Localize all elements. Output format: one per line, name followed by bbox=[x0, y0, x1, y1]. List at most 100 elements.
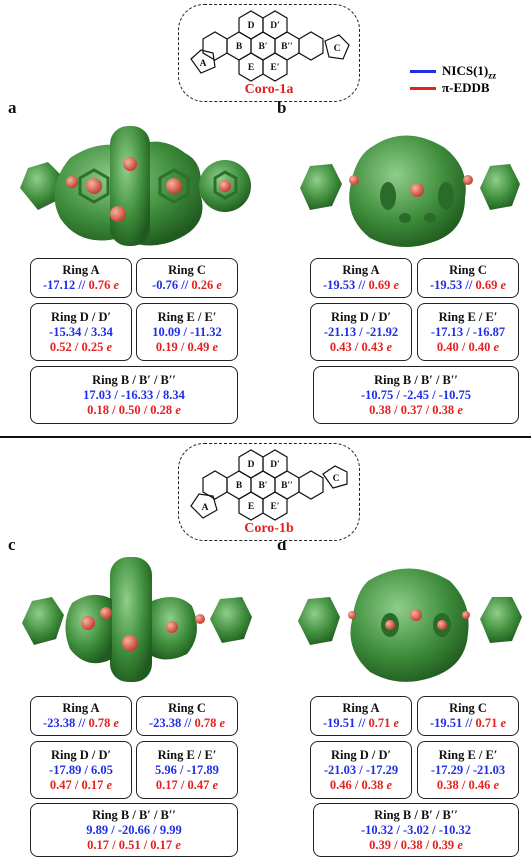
panel-d-ring-a-sep: // bbox=[355, 716, 369, 730]
legend-edb: π-EDDB bbox=[410, 80, 490, 96]
panel-d-ring-a-box: Ring A -19.51 // 0.71 e bbox=[310, 696, 412, 736]
panel-a-ring-b-box: Ring B / B′ / B′′ 17.03 / -16.33 / 8.34 … bbox=[30, 366, 238, 424]
panel-c-ring-a-sep: // bbox=[75, 716, 89, 730]
panel-a-ring-a-edb: 0.76 bbox=[88, 278, 111, 292]
panel-c-ring-d-title: Ring D / D′ bbox=[50, 747, 112, 762]
panel-c-ring-d-edb: 0.47 / 0.17 bbox=[49, 777, 104, 792]
panel-b-ring-d-box: Ring D / D′ -21.13 / -21.92 0.43 / 0.43 … bbox=[310, 303, 412, 361]
panel-c-ring-b-edb: 0.17 / 0.51 / 0.17 bbox=[87, 837, 173, 852]
panel-d-ring-b-title: Ring B / B′ / B′′ bbox=[374, 807, 458, 822]
panel-a-ring-b-nics: 17.03 / -16.33 / 8.34 bbox=[83, 387, 185, 402]
scheme-title-coro-1a: Coro-1a bbox=[244, 82, 294, 97]
panel-d-ring-e-nics: -17.29 / -21.03 bbox=[430, 762, 506, 777]
panel-label-d: d bbox=[277, 535, 287, 554]
panel-b-ring-c-unit: e bbox=[497, 278, 507, 292]
scheme-coro-1b: A B B′ B′′ D D′ E E′ C Coro-1b bbox=[178, 443, 360, 541]
panel-a-ring-c-edb: 0.26 bbox=[191, 278, 214, 292]
panel-c-ring-d-nics: -17.89 / 6.05 bbox=[49, 762, 113, 777]
panel-b-ring-e-title: Ring E / E′ bbox=[438, 309, 498, 324]
panel-d-ring-d-box: Ring D / D′ -21.03 / -17.29 0.46 / 0.38 … bbox=[310, 741, 412, 799]
panel-d-ring-e-title: Ring E / E′ bbox=[438, 747, 498, 762]
panel-a-ring-b-unit: e bbox=[172, 402, 181, 417]
panel-c-ring-e-title: Ring E / E′ bbox=[157, 747, 217, 762]
ring-label-ep: E′ bbox=[270, 63, 279, 73]
scheme-title-coro-1b: Coro-1b bbox=[244, 521, 294, 536]
panel-d-ring-e-edb: 0.38 / 0.46 bbox=[436, 777, 491, 792]
panel-label-b: b bbox=[277, 98, 287, 117]
panel-b-ring-a-sep: // bbox=[355, 278, 369, 292]
panel-b-ring-b-title: Ring B / B′ / B′′ bbox=[374, 372, 458, 387]
panel-d-ring-b-nics: -10.32 / -3.02 / -10.32 bbox=[360, 822, 472, 837]
panel-d-ring-d-unit: e bbox=[383, 777, 393, 792]
panel-c-ring-a-edb: 0.78 bbox=[88, 716, 111, 730]
panel-b-ring-b-box: Ring B / B′ / B′′ -10.75 / -2.45 / -10.7… bbox=[313, 366, 519, 424]
panel-c-ring-b-title: Ring B / B′ / B′′ bbox=[92, 807, 176, 822]
panel-b-ring-a-title: Ring A bbox=[342, 263, 380, 277]
panel-c-ring-e-edb: 0.17 / 0.47 bbox=[155, 777, 210, 792]
panel-b-ring-c-title: Ring C bbox=[449, 263, 487, 277]
panel-a-ring-b-edb: 0.18 / 0.50 / 0.28 bbox=[87, 402, 173, 417]
panel-c-ring-d-unit: e bbox=[103, 777, 113, 792]
panel-c-ring-a-title: Ring A bbox=[62, 701, 100, 715]
panel-d-ring-c-box: Ring C -19.51 // 0.71 e bbox=[417, 696, 519, 736]
panel-c-ring-e-unit: e bbox=[209, 777, 219, 792]
panel-a-ring-a-unit: e bbox=[110, 278, 120, 292]
panel-d-ring-c-title: Ring C bbox=[449, 701, 487, 715]
panel-b-ring-e-unit: e bbox=[490, 339, 500, 354]
ring-label-a-1b: A bbox=[202, 503, 209, 513]
panel-a-ring-c-title: Ring C bbox=[168, 263, 206, 277]
panel-d-ring-d-title: Ring D / D′ bbox=[330, 747, 392, 762]
panel-a-ring-b-title: Ring B / B′ / B′′ bbox=[92, 372, 176, 387]
panel-b-ring-d-edb: 0.43 / 0.43 bbox=[329, 339, 384, 354]
panel-d-ring-a-edb: 0.71 bbox=[368, 716, 391, 730]
ring-label-d-1b: D bbox=[248, 460, 255, 470]
ring-label-e: E bbox=[248, 63, 254, 73]
panel-b-ring-c-sep: // bbox=[462, 278, 476, 292]
panel-c-ring-b-box: Ring B / B′ / B′′ 9.89 / -20.66 / 9.99 0… bbox=[30, 803, 238, 857]
panel-d-ring-c-sep: // bbox=[462, 716, 476, 730]
ring-label-bp: B′ bbox=[258, 42, 267, 52]
panel-b-ring-c-edb: 0.69 bbox=[475, 278, 498, 292]
panel-b-ring-c-box: Ring C -19.53 // 0.69 e bbox=[417, 258, 519, 298]
panel-a-ring-a-title: Ring A bbox=[62, 263, 100, 277]
ring-label-bp-1b: B′ bbox=[258, 481, 267, 491]
panel-a-ring-e-nics: 10.09 / -11.32 bbox=[152, 324, 222, 339]
panel-d-ring-a-nics: -19.51 bbox=[322, 716, 356, 730]
coro-1b-structure: A B B′ B′′ D D′ E E′ C bbox=[190, 449, 348, 521]
panel-d-ring-a-unit: e bbox=[390, 716, 400, 730]
isosurface-a bbox=[20, 126, 251, 246]
isosurface-b bbox=[300, 135, 520, 247]
panel-c-ring-c-unit: e bbox=[216, 716, 226, 730]
ring-label-bpp: B′′ bbox=[281, 42, 293, 52]
panel-a-ring-c-nics: -0.76 bbox=[152, 278, 179, 292]
scheme-coro-1a: A B B′ B′′ D D′ E E′ C Coro-1a bbox=[178, 4, 360, 102]
panel-c-ring-b-unit: e bbox=[172, 837, 181, 852]
panel-d-ring-d-edb: 0.46 / 0.38 bbox=[329, 777, 384, 792]
panel-b-ring-e-nics: -17.13 / -16.87 bbox=[430, 324, 506, 339]
ring-label-c: C bbox=[334, 44, 341, 54]
panel-b-ring-d-nics: -21.13 / -21.92 bbox=[323, 324, 399, 339]
panel-d-ring-a-title: Ring A bbox=[342, 701, 380, 715]
panel-b-ring-d-title: Ring D / D′ bbox=[330, 309, 392, 324]
panel-a-ring-d-unit: e bbox=[103, 339, 113, 354]
panel-b-ring-e-edb: 0.40 / 0.40 bbox=[436, 339, 491, 354]
panel-d-ring-c-edb: 0.71 bbox=[475, 716, 498, 730]
isosurface-c bbox=[22, 557, 252, 682]
panel-a-ring-d-box: Ring D / D′ -15.34 / 3.34 0.52 / 0.25 e bbox=[30, 303, 132, 361]
panel-a-ring-e-title: Ring E / E′ bbox=[157, 309, 217, 324]
isosurface-d bbox=[298, 568, 522, 682]
panel-a-ring-e-edb: 0.19 / 0.49 bbox=[155, 339, 210, 354]
ring-label-b: B bbox=[236, 42, 243, 52]
panel-b-ring-c-nics: -19.53 bbox=[429, 278, 463, 292]
panel-a-ring-d-edb: 0.52 / 0.25 bbox=[49, 339, 104, 354]
panel-b-ring-a-nics: -19.53 bbox=[322, 278, 356, 292]
panel-d-ring-c-nics: -19.51 bbox=[429, 716, 463, 730]
ring-label-bpp-1b: B′′ bbox=[281, 481, 293, 491]
coro-1a-structure: A B B′ B′′ D D′ E E′ C bbox=[190, 10, 350, 82]
panel-d-ring-e-unit: e bbox=[490, 777, 500, 792]
ring-label-e-1b: E bbox=[248, 502, 254, 512]
panel-c-ring-d-box: Ring D / D′ -17.89 / 6.05 0.47 / 0.17 e bbox=[30, 741, 132, 799]
panel-a-ring-a-sep: // bbox=[75, 278, 89, 292]
panel-c-ring-b-nics: 9.89 / -20.66 / 9.99 bbox=[86, 822, 182, 837]
panel-a-ring-c-unit: e bbox=[213, 278, 222, 292]
